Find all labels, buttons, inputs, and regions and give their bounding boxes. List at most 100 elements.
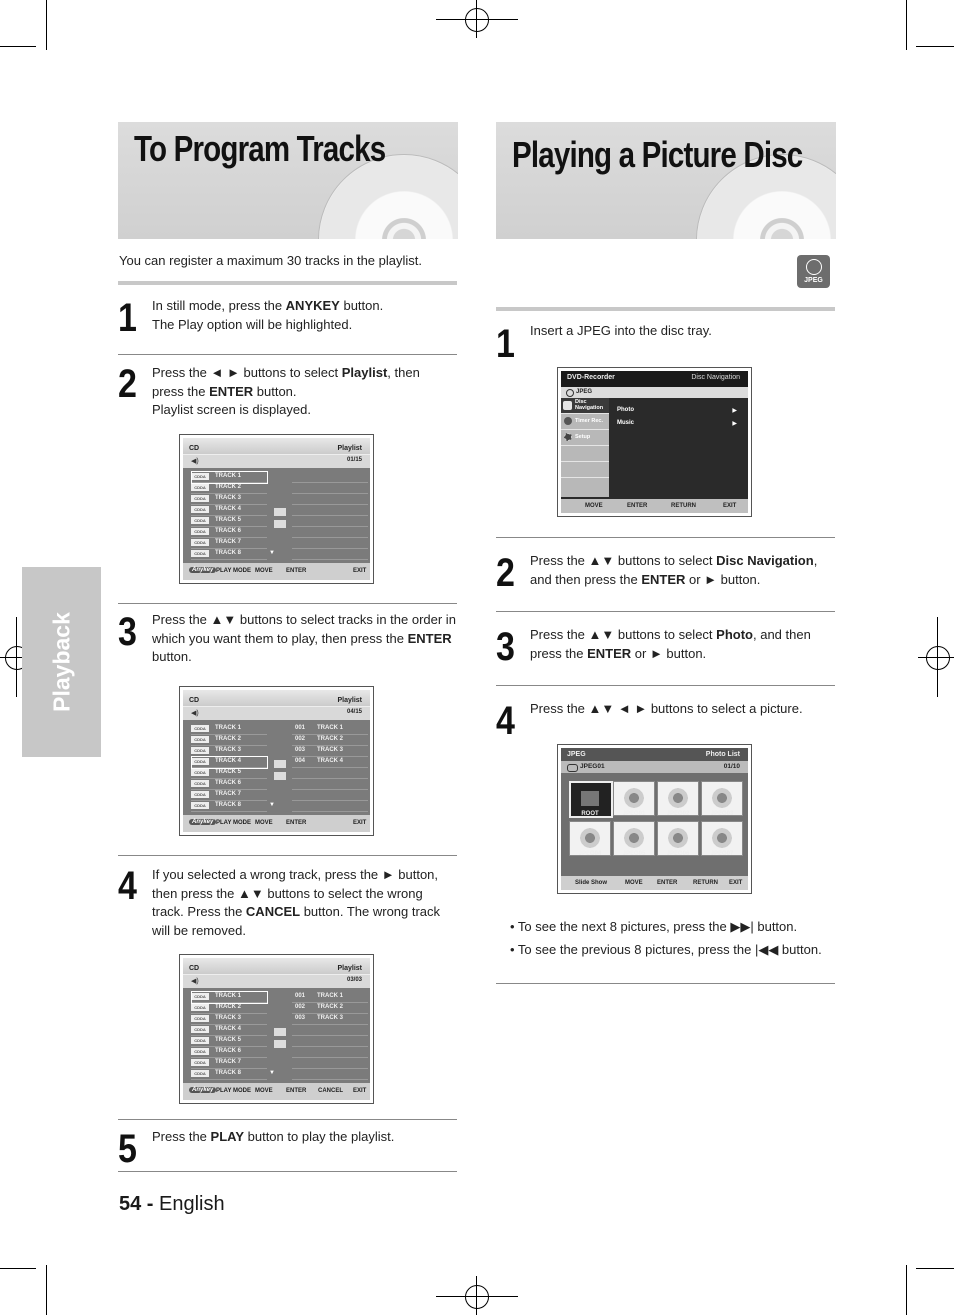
- registration-mark: [476, 1276, 477, 1315]
- current-folder: JPEG01: [580, 763, 605, 770]
- cdda-badge: CDDA: [191, 1070, 209, 1077]
- program-slot[interactable]: [292, 472, 368, 483]
- menu-item-disc-navigation[interactable]: Disc Navigation: [561, 398, 609, 413]
- program-slot[interactable]: [292, 494, 368, 505]
- track-name: TRACK 7: [215, 1059, 242, 1065]
- program-slot[interactable]: [292, 538, 368, 549]
- section-rule: [496, 307, 835, 311]
- track-name: TRACK 6: [215, 780, 242, 786]
- photo-thumbnail[interactable]: [701, 821, 743, 856]
- thumbnail-label: JPEG06: [666, 851, 690, 857]
- crop-mark: [916, 46, 954, 47]
- program-slot[interactable]: [292, 1047, 368, 1058]
- disc-navigation-screen: DVD-Recorder Disc Navigation JPEG Disc N…: [557, 367, 752, 517]
- cdda-badge: CDDA: [191, 550, 209, 557]
- photo-thumbnail[interactable]: [657, 781, 699, 816]
- photo-thumbnail[interactable]: [569, 821, 611, 856]
- track-name: TRACK 1: [215, 473, 242, 479]
- photo-thumbnail[interactable]: [613, 821, 655, 856]
- program-slot[interactable]: [292, 801, 368, 812]
- program-slot[interactable]: [292, 1069, 368, 1080]
- cdda-badge: CDDA: [191, 736, 209, 743]
- right-title-banner: Playing a Picture Disc: [496, 122, 836, 239]
- screen-source: CD: [189, 965, 200, 972]
- photo-thumbnail[interactable]: [569, 781, 613, 818]
- photo-thumbnail[interactable]: [701, 781, 743, 816]
- program-number: 001: [295, 725, 306, 731]
- arrow-right-icon: ▶: [732, 421, 737, 427]
- screen-subtitle: Photo List: [705, 751, 740, 758]
- cdda-badge: CDDA: [191, 993, 209, 1000]
- program-slot[interactable]: [292, 527, 368, 538]
- program-slot[interactable]: [292, 483, 368, 494]
- program-slot[interactable]: [292, 1058, 368, 1069]
- menu-item-setup[interactable]: Setup: [561, 429, 609, 445]
- crop-mark: [906, 1265, 907, 1315]
- program-slot[interactable]: [292, 790, 368, 801]
- screen-footer: MOVE ENTER RETURN EXIT: [561, 499, 748, 513]
- cdda-badge: CDDA: [191, 528, 209, 535]
- page-number-value: 54 -: [119, 1193, 154, 1215]
- menu-item-timer-rec[interactable]: Timer Rec.: [561, 413, 609, 429]
- program-track: TRACK 3: [317, 747, 344, 753]
- program-slot[interactable]: [292, 516, 368, 527]
- enter-hint: ENTER: [286, 820, 307, 826]
- program-slot[interactable]: [292, 505, 368, 516]
- exit-hint: EXIT: [353, 820, 367, 826]
- track-name: TRACK 3: [215, 747, 242, 753]
- speaker-icon: ◀): [191, 978, 199, 985]
- track-name: TRACK 5: [215, 1037, 242, 1043]
- thumbnail-label: JPEG03: [710, 811, 734, 817]
- track-name: TRACK 2: [215, 1004, 242, 1010]
- step-divider: [496, 685, 835, 686]
- nav-item-photo[interactable]: Photo ▶: [617, 407, 737, 414]
- cdda-badge: CDDA: [191, 473, 209, 480]
- track-row[interactable]: CDDA TRACK 1: [183, 472, 273, 482]
- program-slot[interactable]: [292, 779, 368, 790]
- nav-item-music[interactable]: Music ▶: [617, 420, 737, 427]
- program-slot[interactable]: [292, 549, 368, 560]
- photo-thumbnail[interactable]: [613, 781, 655, 816]
- thumbnail-label: ROOT: [581, 811, 599, 817]
- program-number: 004: [295, 758, 306, 764]
- photo-thumbnail[interactable]: [657, 821, 699, 856]
- program-slot[interactable]: [292, 768, 368, 779]
- program-slot[interactable]: [292, 1025, 368, 1036]
- program-slot[interactable]: [292, 1036, 368, 1047]
- step-text: Press the ▲▼ ◄ ► buttons to select a pic…: [530, 701, 803, 716]
- screen-title: Playlist: [337, 697, 362, 704]
- step-text: Press the ◄ ► buttons to select Playlist…: [152, 365, 420, 417]
- image-icon: [667, 786, 689, 810]
